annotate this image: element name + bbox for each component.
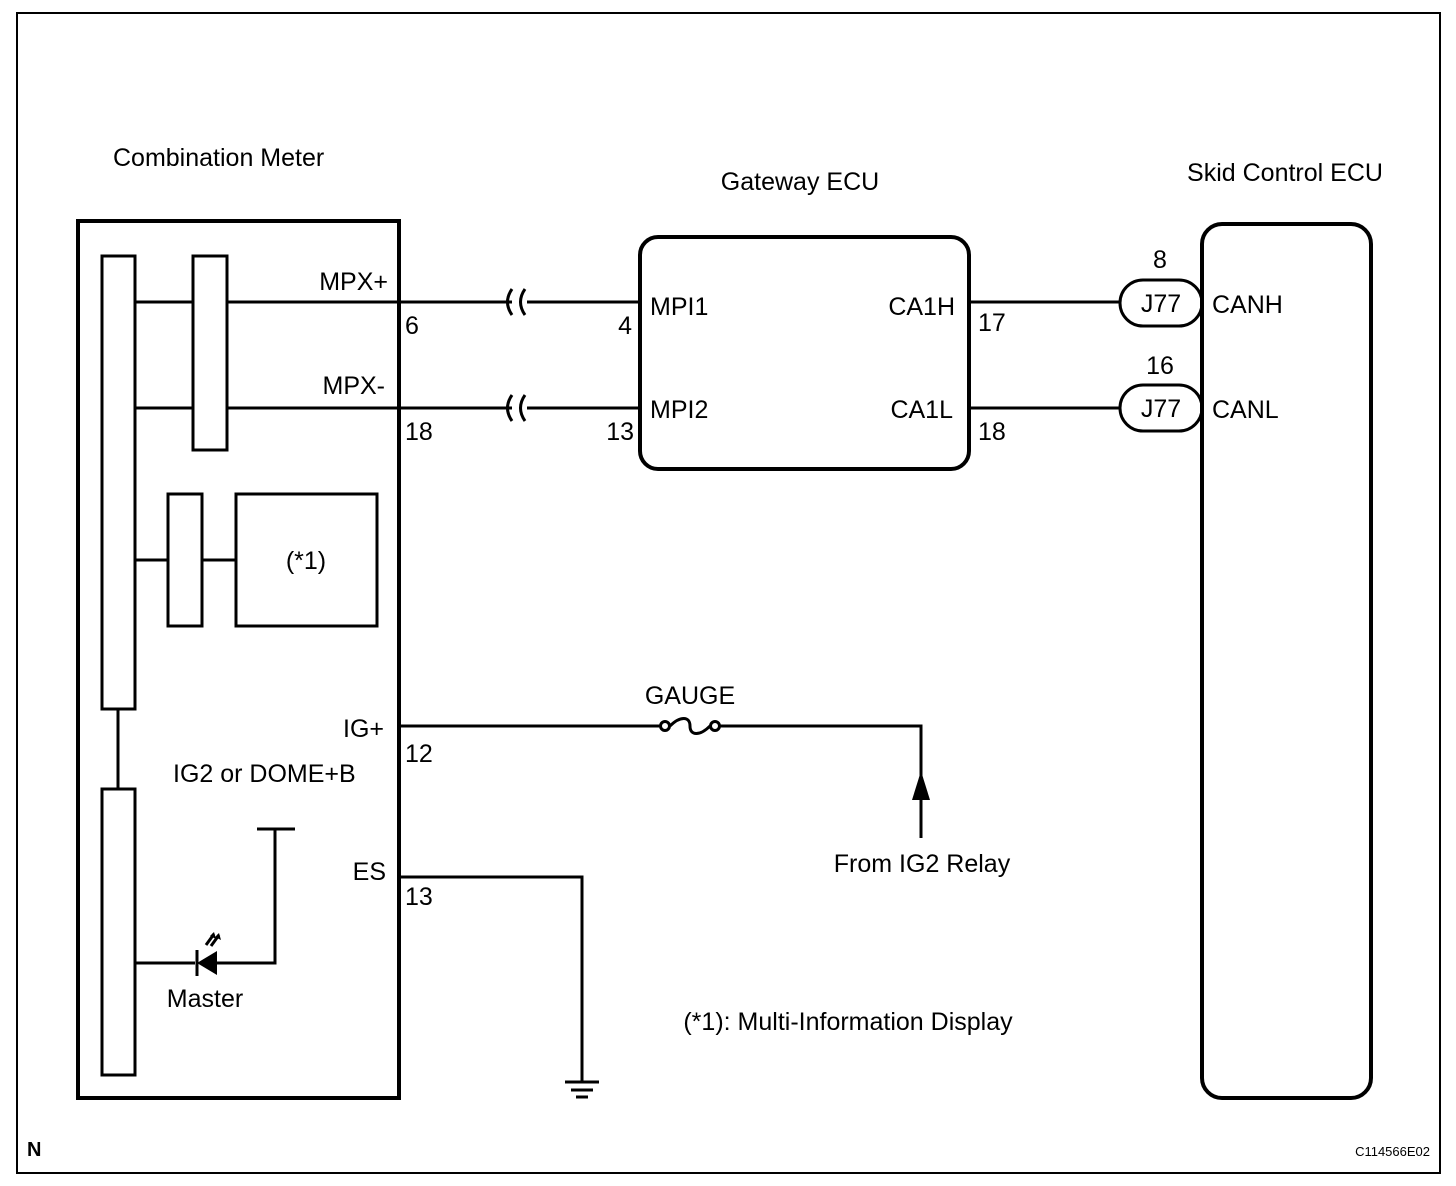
canl-label: CANL: [1212, 396, 1279, 424]
ig-plus-pin: 12: [405, 740, 433, 768]
ground-wire: [399, 875, 584, 1081]
junction-pin-16: 16: [1146, 352, 1174, 380]
junction-pin-8: 8: [1153, 246, 1167, 274]
es-label: ES: [353, 858, 386, 886]
diagram-border: [16, 12, 1441, 1174]
corner-letter: N: [27, 1139, 41, 1161]
light-emission-arrow-2: [215, 933, 221, 940]
sub-box-label: (*1): [286, 547, 326, 575]
mpx-minus-label: MPX-: [323, 372, 386, 400]
footnote: (*1): Multi-Information Display: [683, 1008, 1013, 1036]
wire-break-symbol: [506, 394, 527, 422]
mpx-plus-pin: 6: [405, 312, 419, 340]
fuse-terminal-right: [709, 720, 721, 732]
fuse-to-relay-wire: [720, 724, 923, 838]
ca1l-label: CA1L: [890, 396, 953, 424]
arrow-up-icon: [912, 771, 930, 800]
fuse-icon: [668, 717, 712, 735]
skid-control-ecu-box: [1200, 222, 1373, 1100]
mpx-interface-block: [191, 254, 229, 452]
led-supply-wire: [217, 829, 277, 965]
mpx-plus-label: MPX+: [319, 268, 388, 296]
junction-label-low: J77: [1141, 395, 1181, 423]
mpi1-pin: 4: [618, 312, 632, 340]
gateway-ecu-title: Gateway ECU: [721, 168, 879, 196]
fuse-label: GAUGE: [645, 682, 735, 710]
combination-meter-title: Combination Meter: [113, 144, 324, 172]
fuse-terminal-left: [659, 720, 671, 732]
canh-label: CANH: [1212, 291, 1283, 319]
figure-code: C114566E02: [1355, 1144, 1430, 1159]
light-emission-arrow: [210, 932, 216, 939]
junction-label-high: J77: [1141, 290, 1181, 318]
ca1h-pin: 17: [978, 309, 1006, 337]
ca1l-pin: 18: [978, 418, 1006, 446]
combination-meter-box: [76, 219, 401, 1100]
mpi2-pin: 13: [606, 418, 634, 446]
gateway-ecu-box: [638, 235, 971, 471]
mpi1-label: MPI1: [650, 293, 708, 321]
master-label: Master: [167, 985, 243, 1013]
led-diode-icon: [197, 951, 217, 975]
ca1h-label: CA1H: [888, 293, 955, 321]
mpx-minus-pin: 18: [405, 418, 433, 446]
mpi2-label: MPI2: [650, 396, 708, 424]
wire-break-symbol: [506, 288, 527, 316]
power-source-label: IG2 or DOME+B: [173, 760, 356, 788]
skid-control-ecu-title: Skid Control ECU: [1187, 159, 1383, 187]
es-pin: 13: [405, 883, 433, 911]
relay-source-label: From IG2 Relay: [834, 850, 1011, 878]
ig-plus-label: IG+: [343, 715, 384, 743]
